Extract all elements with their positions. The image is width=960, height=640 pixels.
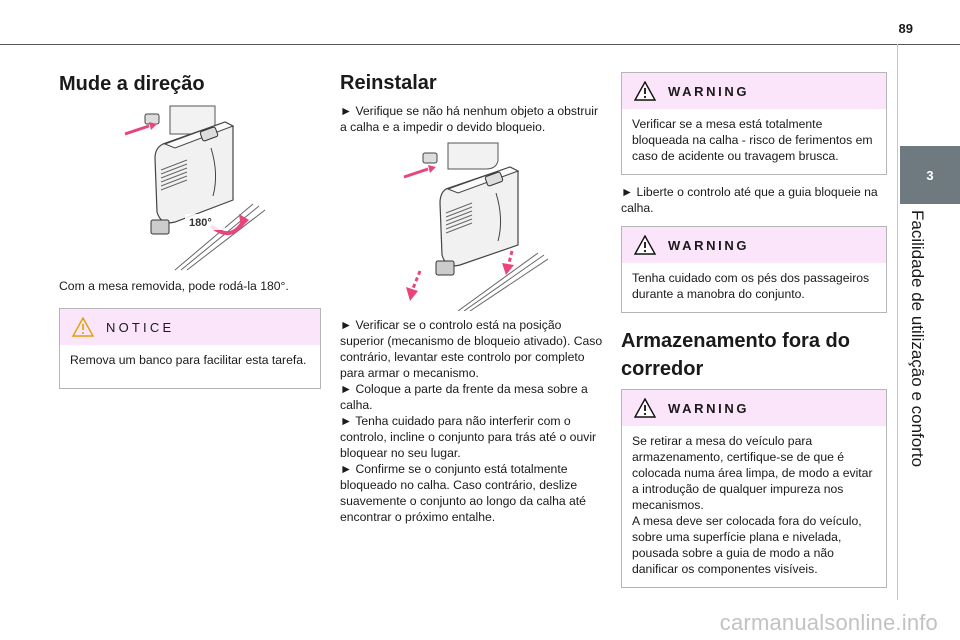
release-control-step: ► Liberte o controlo até que a guia bloq… [621, 185, 878, 215]
warning-triangle-icon [634, 235, 656, 255]
watermark: carmanualsonline.info [719, 610, 938, 635]
reinstall-steps: ► Verificar se o controlo está na posiçã… [340, 317, 605, 525]
chapter-tab[interactable]: 3 [900, 146, 960, 204]
warning-title-1: WARNING [668, 83, 750, 99]
heading-change-direction: Mude a direção [59, 73, 205, 95]
table-rotation-illustration: 180° [124, 105, 265, 271]
warning-text-1: Verificar se a mesa está totalmente bloq… [632, 117, 873, 163]
warning-header-1: WARNING [622, 73, 886, 109]
page-number: 89 [898, 21, 913, 36]
heading-reinstall: Reinstalar [340, 72, 437, 94]
warning-text-3: Se retirar a mesa do veículo para armaze… [622, 426, 886, 587]
warning-title-2: WARNING [668, 237, 750, 253]
notice-text: Remova um banco para facilitar esta tare… [70, 353, 307, 367]
warning-triangle-icon [634, 398, 656, 418]
notice-triangle-icon [72, 317, 94, 337]
reinstall-step-5: ► Confirme se o conjunto está totalmente… [340, 462, 586, 524]
warning-text-3a: Se retirar a mesa do veículo para armaze… [632, 434, 873, 512]
reinstall-step-4: ► Tenha cuidado para não interferir com … [340, 414, 597, 460]
reinstall-step-2: ► Verificar se o controlo está na posiçã… [340, 318, 603, 380]
warning-text-2: Tenha cuidado com os pés dos passageiros… [632, 271, 870, 301]
notice-header: NOTICE [60, 309, 320, 345]
heading-storage: Armazenamento fora do corredor [621, 330, 850, 380]
warning-box-2: WARNING Tenha cuidado com os pés dos pas… [621, 226, 887, 313]
table-reinstall-illustration [403, 142, 548, 311]
reinstall-step-3: ► Coloque a parte da frente da mesa sobr… [340, 382, 588, 412]
notice-title: NOTICE [106, 319, 175, 335]
header-rule [0, 44, 960, 45]
reinstall-step-1: ► Verifique se não há nenhum objeto a ob… [340, 104, 599, 134]
warning-text-3b: A mesa deve ser colocada fora do veículo… [632, 514, 862, 576]
column-1: Mude a direção 180° Com a mesa removida,… [59, 60, 321, 389]
warning-title-3: WARNING [668, 400, 750, 416]
notice-box: NOTICE Remova um banco para facilitar es… [59, 308, 321, 389]
warning-box-1: WARNING Verificar se a mesa está totalme… [621, 72, 887, 175]
chapter-title: Facilidade de utilização e conforto [908, 210, 927, 468]
warning-header-3: WARNING [622, 390, 886, 426]
column-2: Reinstalar ► Verifique se não há nenhum … [340, 60, 605, 525]
warning-triangle-icon [634, 81, 656, 101]
side-rail [897, 44, 898, 600]
warning-header-2: WARNING [622, 227, 886, 263]
warning-box-3: WARNING Se retirar a mesa do veículo par… [621, 389, 887, 588]
rotate-caption: Com a mesa removida, pode rodá-la 180°. [59, 279, 289, 293]
rotation-label: 180° [189, 217, 212, 229]
column-3: WARNING Verificar se a mesa está totalme… [621, 60, 887, 588]
